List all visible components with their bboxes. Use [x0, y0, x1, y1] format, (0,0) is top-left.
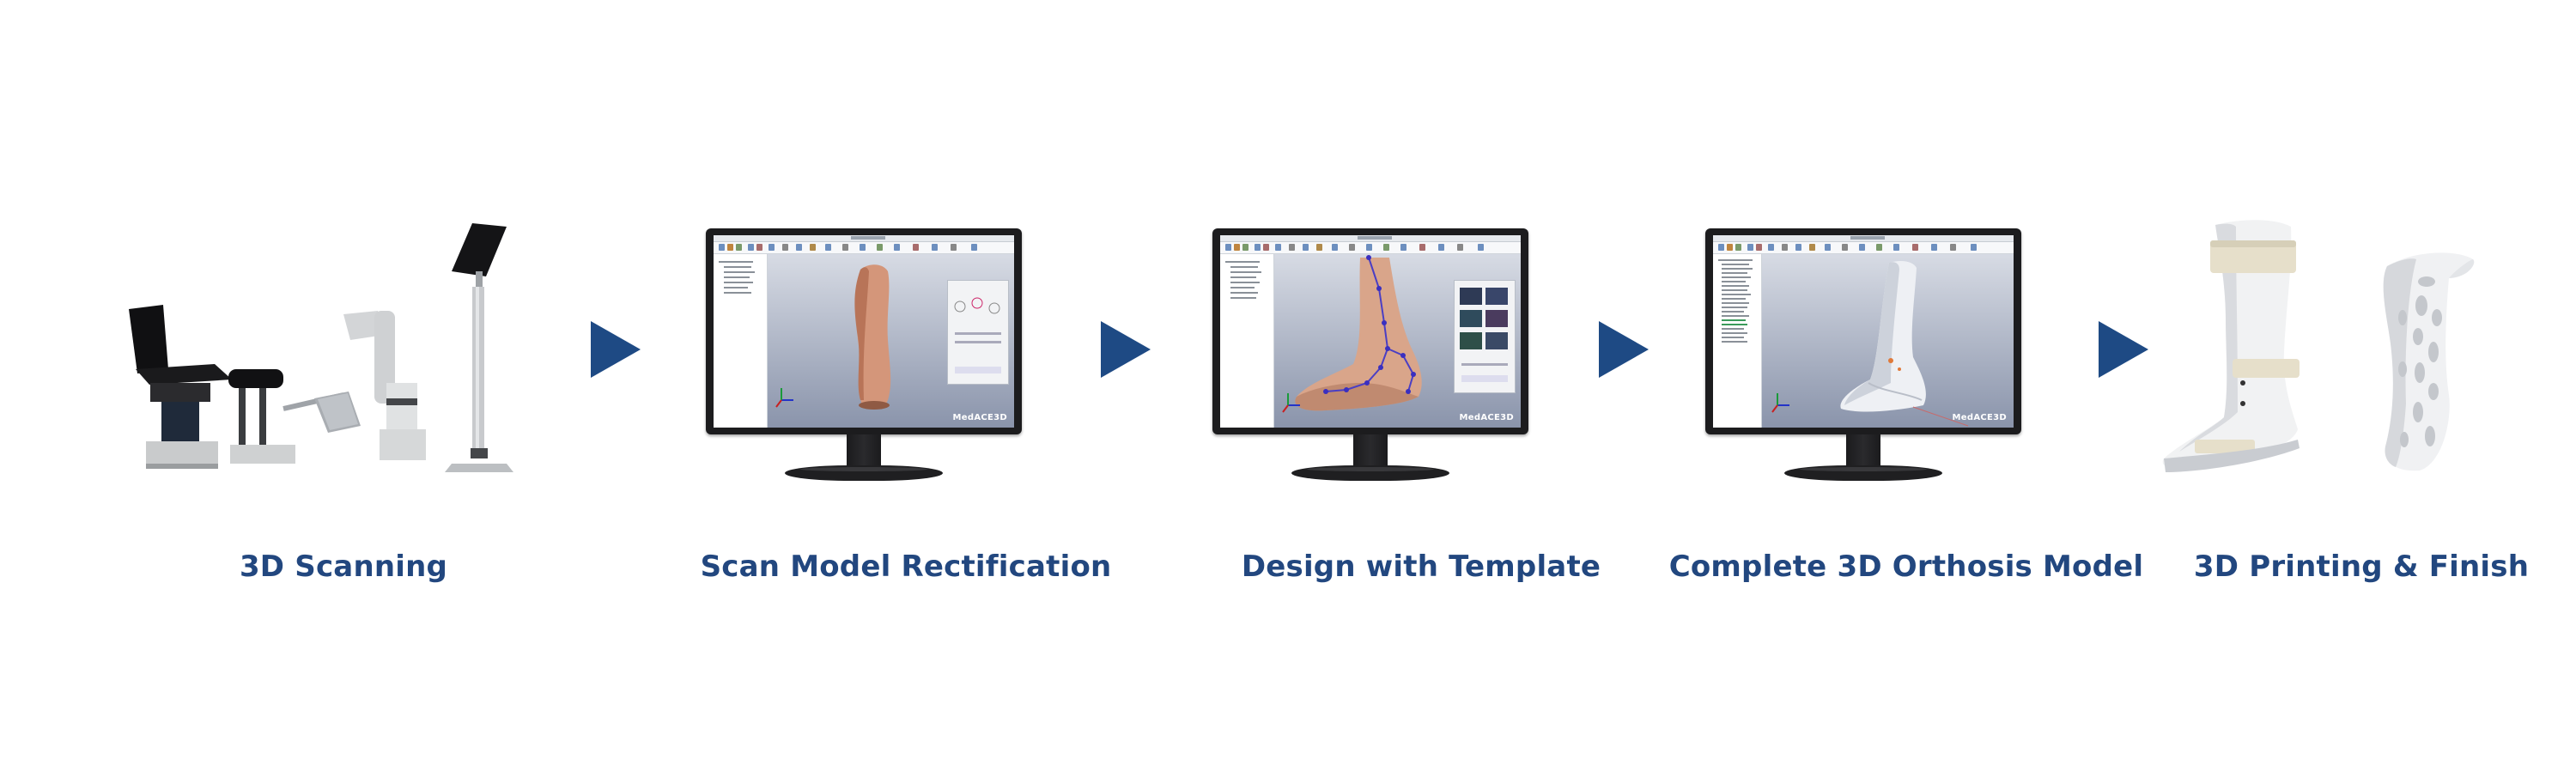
software-screen: MedACE3D [1713, 235, 2014, 428]
step-complete-3d-orthosis-model: MedACE3D Complete 3D Orthosis Model [1674, 0, 2190, 765]
software-brand-logo: MedACE3D [1953, 413, 2007, 422]
flow-arrow-icon-4 [2099, 321, 2148, 378]
scanner-equipment-illustration [112, 215, 558, 507]
step-design-with-template: MedACE3D Design with Template [1168, 0, 1674, 765]
monitor-orthosis: MedACE3D [1705, 228, 2021, 486]
3d-viewport: MedACE3D [1762, 254, 2014, 428]
template-library-panel [1454, 280, 1516, 393]
software-screen: MedACE3D [1220, 235, 1521, 428]
monitor-rectification: MedACE3D [706, 228, 1022, 486]
flow-arrow-icon-2 [1101, 321, 1151, 378]
software-screen: MedACE3D [714, 235, 1014, 428]
3d-viewport: MedACE3D [1274, 254, 1521, 428]
step-3d-scanning: 3D Scanning [0, 0, 653, 765]
step-label-scan-model-rectification: Scan Model Rectification [648, 549, 1163, 592]
step-label-3d-printing-finish: 3D Printing & Finish [2147, 549, 2576, 592]
software-brand-logo: MedACE3D [1460, 413, 1514, 422]
step-label-design-with-template: Design with Template [1168, 549, 1674, 592]
software-toolbar [714, 242, 1014, 254]
monitor-design: MedACE3D [1212, 228, 1528, 486]
flow-arrow-icon-3 [1599, 321, 1649, 378]
step-3d-printing-finish: 3D Printing & Finish [2147, 0, 2576, 765]
step-label-3d-scanning: 3D Scanning [0, 549, 687, 592]
model-tree-panel [1713, 254, 1762, 428]
properties-panel [947, 280, 1009, 385]
model-tree-panel [714, 254, 768, 428]
step-scan-model-rectification: MedACE3D Scan Model Rectification [653, 0, 1168, 765]
model-tree-panel [1220, 254, 1274, 428]
software-toolbar [1713, 242, 2014, 254]
step-label-complete-3d-orthosis-model: Complete 3D Orthosis Model [1649, 549, 2164, 592]
software-brand-logo: MedACE3D [953, 413, 1007, 422]
flow-arrow-icon-1 [591, 321, 641, 378]
software-toolbar [1220, 242, 1521, 254]
printed-orthosis-illustration [2147, 215, 2576, 507]
3d-viewport: MedACE3D [768, 254, 1014, 428]
